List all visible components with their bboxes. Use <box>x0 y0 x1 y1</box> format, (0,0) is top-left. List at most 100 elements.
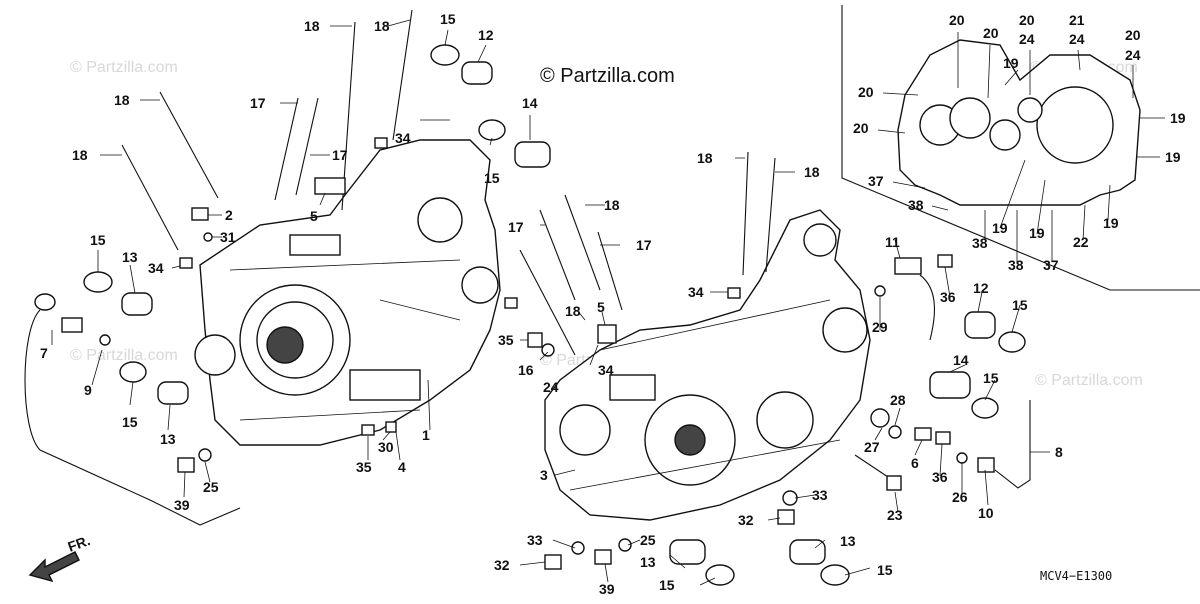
callout: 14 <box>953 352 969 368</box>
callout: 32 <box>494 557 510 573</box>
cover-panel-illustration <box>897 39 1141 206</box>
callout: 38 <box>908 197 924 213</box>
callout: 34 <box>148 260 164 276</box>
callout: 19 <box>1165 149 1181 165</box>
callout: 15 <box>440 11 456 27</box>
callout: 2 <box>225 207 233 223</box>
callout: 19 <box>1003 55 1019 71</box>
callout: 36 <box>932 469 948 485</box>
callout: 22 <box>1073 234 1089 250</box>
callout: 24 <box>543 379 559 395</box>
callout: 5 <box>310 208 318 224</box>
callout: 18 <box>304 18 320 34</box>
callout: 20 <box>853 120 869 136</box>
small-parts <box>24 44 1031 586</box>
callout: 17 <box>332 147 348 163</box>
callout: 4 <box>398 459 406 475</box>
callout: 34 <box>598 362 614 378</box>
callout: 18 <box>565 303 581 319</box>
callout: 8 <box>1055 444 1063 460</box>
callout: 39 <box>599 581 615 597</box>
callout: 35 <box>498 332 514 348</box>
callout: 13 <box>640 554 656 570</box>
callout: 24 <box>1019 31 1035 47</box>
callout: 34 <box>395 130 411 146</box>
callout: 7 <box>40 345 48 361</box>
callout: 17 <box>636 237 652 253</box>
front-direction-arrow: FR. <box>28 532 93 583</box>
callout: 32 <box>738 512 754 528</box>
callout: 33 <box>812 487 828 503</box>
callout: 15 <box>877 562 893 578</box>
callout: 20 <box>858 84 874 100</box>
callout: 18 <box>374 18 390 34</box>
callout: 17 <box>508 219 524 235</box>
front-marker-label: FR. <box>66 532 93 555</box>
callout: 19 <box>992 220 1008 236</box>
callout: 30 <box>378 439 394 455</box>
callout: 31 <box>220 229 236 245</box>
callout-labels: 18 18 15 12 18 17 34 14 18 17 15 2 5 31 … <box>40 11 1186 597</box>
callout: 15 <box>983 370 999 386</box>
callout: 9 <box>84 382 92 398</box>
callout: 20 <box>983 25 999 41</box>
callout: 26 <box>952 489 968 505</box>
callout: 15 <box>484 170 500 186</box>
callout: 1 <box>422 427 430 443</box>
callout: 28 <box>890 392 906 408</box>
watermark-right: © Partzilla.com <box>1035 372 1143 389</box>
callout: 24 <box>1069 31 1085 47</box>
callout: 19 <box>1170 110 1186 126</box>
callout: 24 <box>1125 47 1141 63</box>
callout: 20 <box>1125 27 1141 43</box>
callout: 15 <box>1012 297 1028 313</box>
callout: 18 <box>72 147 88 163</box>
callout: 13 <box>840 533 856 549</box>
callout: 36 <box>940 289 956 305</box>
callout: 15 <box>659 577 675 593</box>
callout: 18 <box>697 150 713 166</box>
callout: 29 <box>872 319 888 335</box>
callout: 27 <box>864 439 880 455</box>
callout: 25 <box>203 479 219 495</box>
callout: 38 <box>972 235 988 251</box>
callout: 10 <box>978 505 994 521</box>
right-crankcase-illustration <box>544 209 871 521</box>
callout: 11 <box>885 234 900 250</box>
callout: 18 <box>114 92 130 108</box>
callout: 15 <box>122 414 138 430</box>
leader-lines <box>51 19 1050 586</box>
callout: 23 <box>887 507 903 523</box>
callout: 17 <box>250 95 266 111</box>
callout: 37 <box>868 173 884 189</box>
cover-inset-border <box>841 5 1200 291</box>
callout: 38 <box>1008 257 1024 273</box>
callout: 15 <box>90 232 106 248</box>
callout: 35 <box>356 459 372 475</box>
cover-leader-lines <box>877 32 1165 262</box>
callout: 19 <box>1103 215 1119 231</box>
callout: 6 <box>911 455 919 471</box>
callout: 39 <box>174 497 190 513</box>
watermark-top-left: © Partzilla.com <box>70 59 178 76</box>
callout: 12 <box>478 27 494 43</box>
callout: 5 <box>597 299 605 315</box>
callout: 14 <box>522 95 538 111</box>
callout: 3 <box>540 467 548 483</box>
callout: 16 <box>518 362 534 378</box>
callout: 18 <box>804 164 820 180</box>
left-crankcase-illustration <box>194 139 501 446</box>
brand-text: © Partzilla.com <box>540 65 675 87</box>
callout: 33 <box>527 532 543 548</box>
callout: 25 <box>640 532 656 548</box>
stud-bolts <box>121 9 776 356</box>
callout: 37 <box>1043 257 1059 273</box>
callout: 20 <box>949 12 965 28</box>
callout: 20 <box>1019 12 1035 28</box>
callout: 34 <box>688 284 704 300</box>
diagram-code: MCV4−E1300 <box>1040 569 1112 583</box>
callout: 13 <box>160 431 176 447</box>
callout: 18 <box>604 197 620 213</box>
